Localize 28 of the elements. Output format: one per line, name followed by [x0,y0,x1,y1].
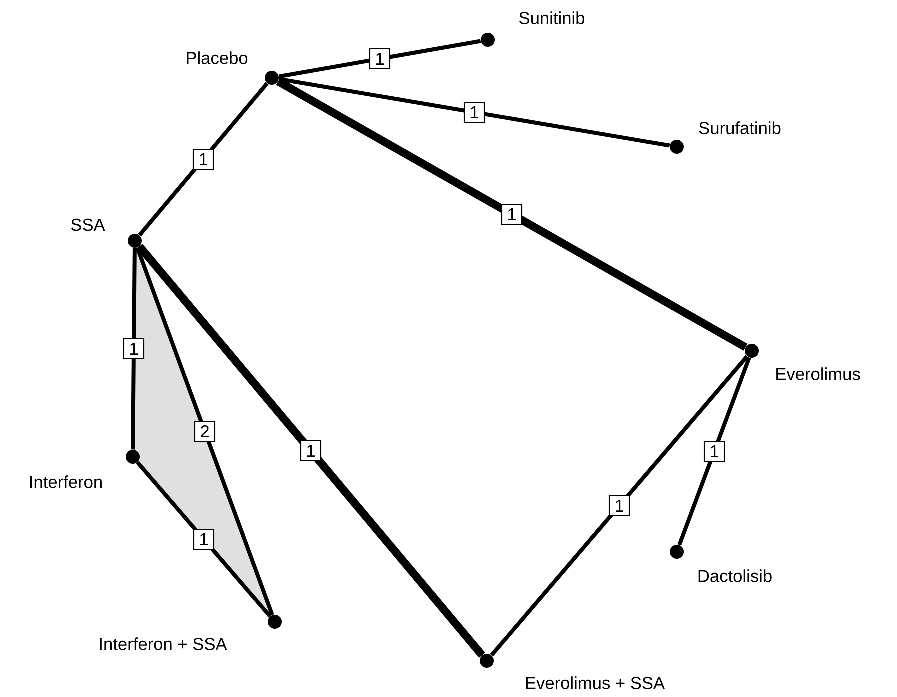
node-label: Interferon + SSA [100,638,228,650]
edge-label: 1 [193,528,215,550]
node-label: Surufatinib [699,122,781,134]
connector [136,244,486,658]
edge-label: 1 [123,338,145,360]
edge-label: 1 [608,495,630,517]
connector [278,77,670,148]
node-label: Everolimus + SSA [526,676,666,690]
edge-label: 1 [192,148,214,170]
node-label: Everolimus [776,368,860,380]
node-label: Placebo [187,52,248,64]
connector [678,357,752,546]
connector [131,248,137,450]
connector [490,355,749,657]
edge-label: 1 [300,440,322,462]
connector [278,39,482,79]
edge-label: 2 [194,420,216,442]
node-label: SSA [71,218,106,232]
edge-label: 1 [704,440,726,462]
connector [136,461,272,618]
edge-label: 1 [501,204,523,226]
node-label: Dactolisib [698,570,772,582]
connector [138,82,269,237]
edge-label: 1 [369,48,391,70]
connector [276,78,748,351]
edge-label: 1 [464,102,486,124]
node-label: Sunitinib [520,12,584,24]
node-label: Interferon [30,476,102,488]
